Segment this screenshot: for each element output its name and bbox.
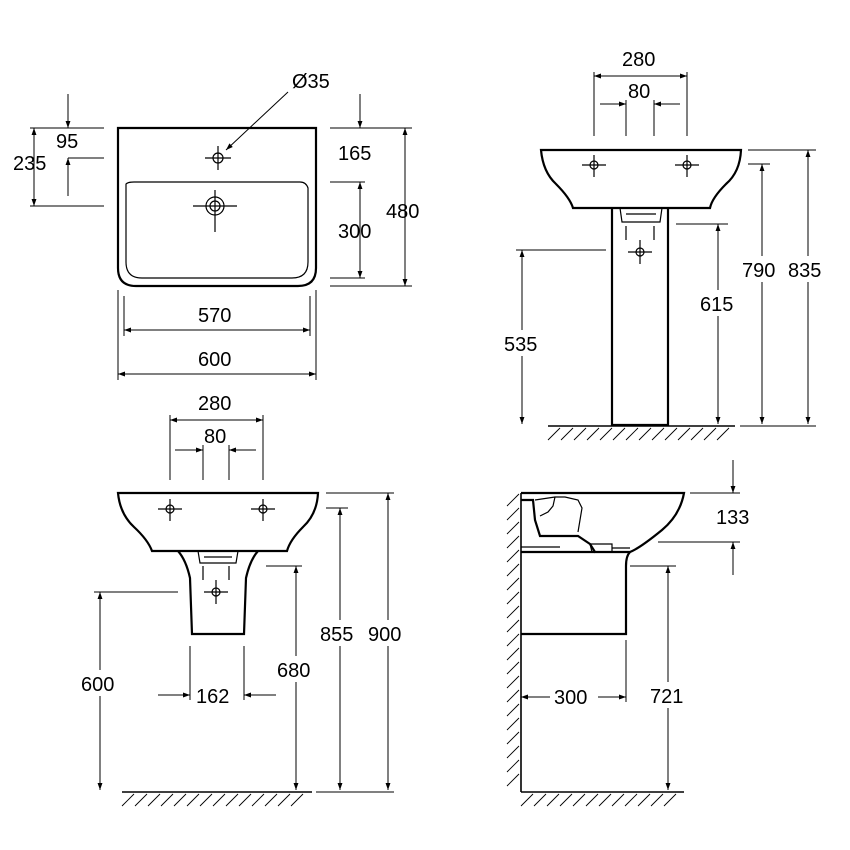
dim-95-235: [30, 94, 104, 207]
label-165: 165: [338, 143, 371, 165]
semi-pedestal-side-dims: [521, 460, 740, 790]
label-300-top: 300: [338, 221, 371, 243]
label-600-top: 600: [198, 349, 231, 371]
label-hole-diameter: Ø35: [292, 71, 330, 93]
semi-pedestal-front-view: [116, 491, 320, 807]
label-80-semi: 80: [204, 426, 226, 448]
label-855: 855: [320, 624, 353, 646]
label-790: 790: [742, 260, 775, 282]
label-721: 721: [650, 686, 683, 708]
label-835: 835: [788, 260, 821, 282]
dim-165-300-480: [330, 94, 412, 287]
label-235: 235: [13, 153, 46, 175]
label-570: 570: [198, 305, 231, 327]
label-900: 900: [368, 624, 401, 646]
label-480: 480: [386, 201, 419, 223]
semi-pedestal-side-view: [506, 491, 686, 807]
dim-570-600: [117, 290, 317, 380]
label-615: 615: [700, 294, 733, 316]
basin-top-view: [116, 91, 318, 288]
label-162: 162: [196, 686, 229, 708]
label-280-ped: 280: [622, 49, 655, 71]
label-300-side: 300: [554, 687, 587, 709]
label-280-semi: 280: [198, 393, 231, 415]
pedestal-front-view: [539, 148, 743, 441]
label-680: 680: [277, 660, 310, 682]
label-133: 133: [716, 507, 749, 529]
label-95: 95: [56, 131, 78, 153]
label-535: 535: [504, 334, 537, 356]
label-80-ped: 80: [628, 81, 650, 103]
pedestal-dims: [516, 72, 816, 427]
label-600-semi: 600: [81, 674, 114, 696]
